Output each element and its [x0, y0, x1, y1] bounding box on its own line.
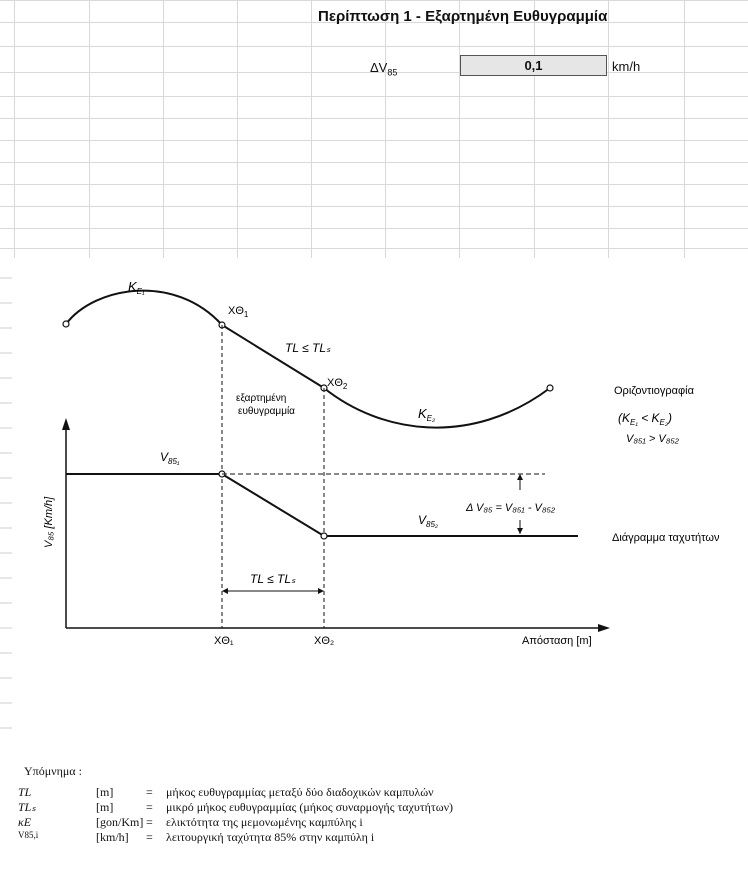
speed-diagram-label: Διάγραμμα ταχυτήτων [612, 532, 720, 544]
grid-col-line [311, 0, 312, 258]
tl-condition-bottom: TL ≤ TLₛ [250, 572, 296, 586]
x-axis-label: Απόσταση [m] [522, 635, 592, 647]
grid-row-line [0, 72, 748, 73]
horizontal-alignment-label: Οριζοντιογραφία [614, 385, 695, 397]
delta-v-label: ΔV85 [370, 60, 398, 78]
grid-row-line [0, 162, 748, 163]
grid-row-line [0, 206, 748, 207]
grid-row-line [0, 96, 748, 97]
xth2-tick: XΘ₂ [314, 635, 334, 647]
grid-col-line [608, 0, 609, 258]
legend-row: TL[m] =μήκος ευθυγραμμίας μεταξύ δύο δια… [18, 785, 434, 799]
grid-col-line [534, 0, 535, 258]
legend-row: TLₛ[m] =μικρό μήκος ευθυγραμμίας (μήκος … [18, 800, 454, 814]
legend: Υπόμνημα : TL[m] =μήκος ευθυγραμμίας μετ… [18, 764, 718, 845]
legend-row: V85,i[km/h] =λειτουργική ταχύτητα 85% στ… [18, 830, 375, 844]
legend-row: κE[gon/Km] =ελικτότητα της μεμονωμένης κ… [18, 815, 363, 829]
v85-2-label: V85₂ [418, 513, 438, 529]
dependent-line-label-1: εξαρτημένη [236, 392, 286, 404]
dependent-line-label-2: ευθυγραμμία [238, 405, 295, 417]
grid-col-line [684, 0, 685, 258]
grid-col-line [237, 0, 238, 258]
alignment-curve [65, 289, 551, 429]
grid-row-line [0, 118, 748, 119]
grid-row-line [0, 140, 748, 141]
ke1-label: KE₁ [128, 279, 145, 296]
xth2-label: XΘ2 [327, 377, 348, 391]
grid-row-line [0, 184, 748, 185]
delta-v-formula: Δ V₈₅ = V₈₅₁ - V₈₅₂ [465, 502, 556, 514]
sheet-title: Περίπτωση 1 - Εξαρτημένη Ευθυγραμμία [318, 8, 608, 25]
grid-row-line [0, 0, 748, 1]
grid-row-line [0, 46, 748, 47]
spreadsheet-grid [0, 0, 748, 258]
xth1-tick: XΘ₁ [214, 635, 234, 647]
speed-diagram-figure: KE₁ XΘ1 TL ≤ TLₛ XΘ2 εξαρτημένη ευθυγραμ… [0, 277, 720, 729]
grid-col-line [163, 0, 164, 258]
grid-col-line [459, 0, 460, 258]
grid-col-line [89, 0, 90, 258]
grid-row-line [0, 248, 748, 249]
legend-header: Υπόμνημα : [24, 764, 82, 778]
speed-condition: V₈₅₁ > V₈₅₂ [626, 433, 680, 445]
xth1-label: XΘ1 [228, 305, 249, 319]
ke2-label: KE₂ [418, 406, 435, 423]
curvature-condition: (KE₁ < KE₂) [618, 411, 672, 427]
grid-col-line [14, 0, 15, 258]
delta-v-input-cell[interactable]: 0,1 [460, 55, 607, 76]
y-axis-label: V₈₅ [Km/h] [43, 496, 55, 548]
grid-row-line [0, 22, 748, 23]
delta-v-unit: km/h [612, 59, 641, 74]
v85-1-label: V85₁ [160, 450, 180, 466]
speed-profile [66, 473, 578, 537]
start-point [62, 320, 70, 328]
end-point [546, 384, 554, 392]
grid-col-line [385, 0, 386, 258]
tl-condition-top: TL ≤ TLₛ [285, 341, 331, 355]
grid-row-line [0, 228, 748, 229]
